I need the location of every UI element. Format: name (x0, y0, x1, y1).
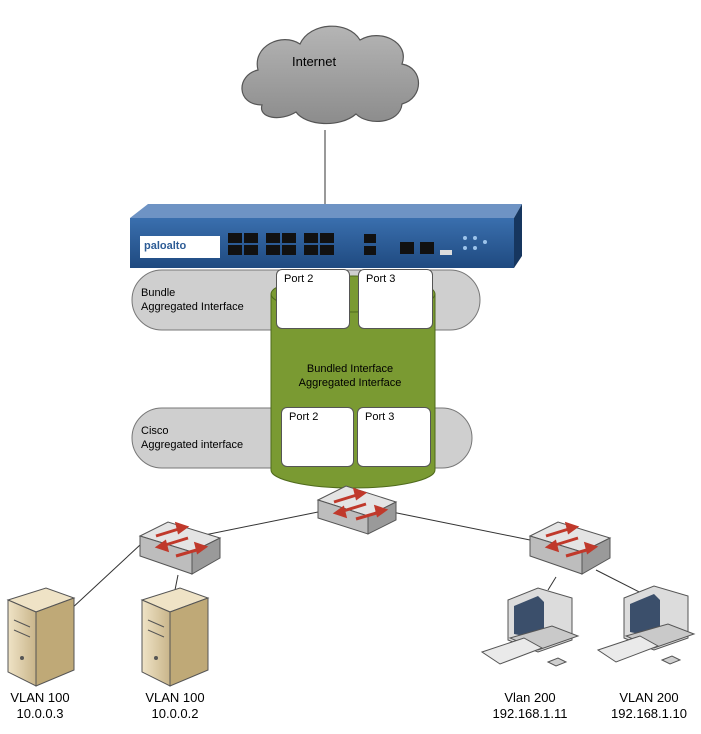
endpoint-vlan: VLAN 200 (619, 690, 679, 705)
cisco-band-label: Cisco Aggregated interface (141, 424, 243, 452)
workstation-icon (596, 585, 696, 665)
endpoint-caption: VLAN 200 192.168.1.10 (594, 690, 701, 722)
internet-cloud-icon (241, 25, 419, 125)
endpoint-ip: 192.168.1.11 (492, 706, 568, 721)
endpoint-ip: 10.0.0.2 (151, 706, 199, 721)
endpoint-vlan: VLAN 100 (10, 690, 70, 705)
port-label: Port 2 (289, 411, 319, 423)
firewall-appliance-icon (130, 204, 522, 268)
server-icon (6, 587, 76, 687)
right-switch-icon (528, 521, 612, 575)
bundled-interface-label: Bundled Interface Aggregated Interface (282, 362, 418, 390)
workstation-icon (480, 587, 580, 667)
cisco-band-line2: Aggregated interface (141, 439, 244, 451)
endpoint-caption: VLAN 100 10.0.0.2 (120, 690, 230, 722)
cisco-band-line1: Cisco (141, 425, 169, 437)
port-box-top-left: Port 2 (276, 269, 350, 329)
core-switch-icon (316, 485, 398, 535)
endpoint-vlan: Vlan 200 (504, 690, 556, 705)
endpoint-caption: VLAN 100 10.0.0.3 (0, 690, 95, 722)
internet-label: Internet (292, 54, 337, 69)
bundle-band-line2: Aggregated Interface (141, 301, 244, 313)
port-label: Port 3 (366, 273, 396, 285)
port-box-bottom-right: Port 3 (357, 407, 431, 467)
endpoint-vlan: VLAN 100 (145, 690, 205, 705)
left-switch-icon (138, 521, 222, 575)
port-label: Port 2 (284, 273, 314, 285)
bundle-band-label: Bundle Aggregated Interface (141, 286, 244, 314)
endpoint-ip: 192.168.1.10 (611, 706, 687, 721)
firewall-logo: paloalto (144, 240, 187, 252)
bundled-interface-line1: Bundled Interface (306, 363, 394, 375)
port-box-bottom-left: Port 2 (281, 407, 354, 467)
bundle-band-line1: Bundle (141, 287, 176, 299)
port-label: Port 3 (365, 411, 395, 423)
endpoint-ip: 10.0.0.3 (16, 706, 64, 721)
endpoint-caption: Vlan 200 192.168.1.11 (475, 690, 585, 722)
port-box-top-right: Port 3 (358, 269, 433, 329)
bundled-interface-line2: Aggregated Interface (298, 377, 402, 389)
server-icon (140, 587, 210, 687)
